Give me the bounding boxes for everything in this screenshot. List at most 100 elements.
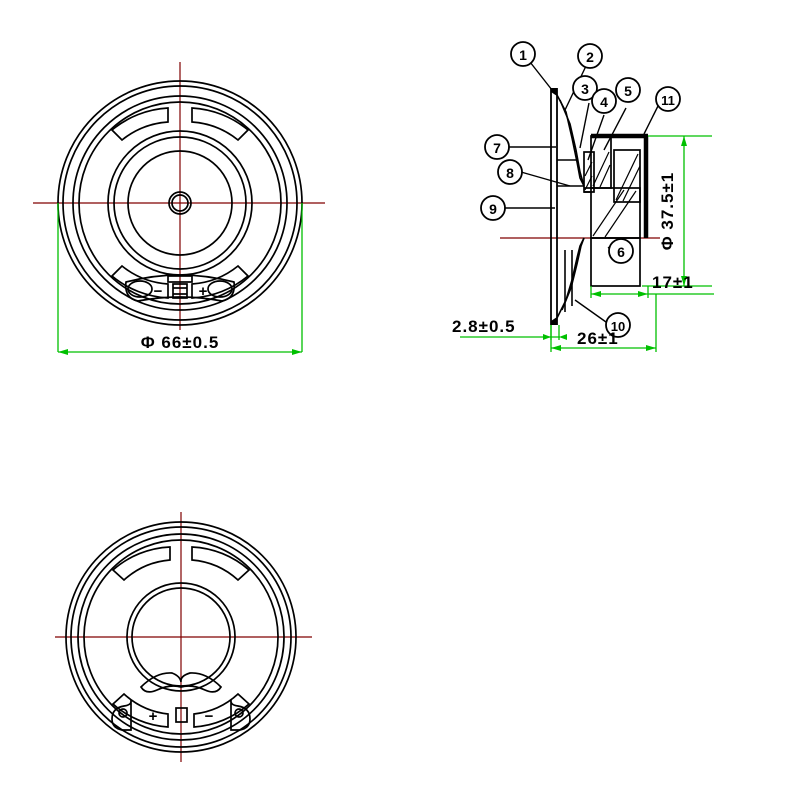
rear-terminal-center-pad xyxy=(175,707,188,723)
balloon-6-circle xyxy=(608,238,634,264)
front-terminal-eyelet-right xyxy=(207,280,233,298)
balloon-7: 7 xyxy=(484,134,510,160)
balloon-10-number: 10 xyxy=(611,319,625,334)
section-inner-depth-label: 17±1 xyxy=(652,273,694,292)
balloon-3: 3 xyxy=(572,75,598,101)
section-flange-dimension xyxy=(460,325,567,340)
dim37-arrow-bottom xyxy=(681,276,687,286)
balloon-3-number: 3 xyxy=(581,81,589,97)
rear-frame-outline xyxy=(65,521,297,753)
rear-vent-slots xyxy=(111,546,251,728)
section-front-flange xyxy=(550,88,558,325)
front-terminal-bridge xyxy=(167,275,193,283)
section-cone-profile-lower xyxy=(556,237,585,319)
rear-magnet-outer xyxy=(126,582,236,692)
section-side-view: 1 2 3 4 5 6 7 xyxy=(452,41,714,352)
dim26-arrow-left xyxy=(551,345,561,351)
dim37-arrow-top xyxy=(681,136,687,146)
leader-10 xyxy=(574,299,607,323)
front-dim-arrow-left xyxy=(58,349,68,355)
balloon-7-number: 7 xyxy=(493,140,501,156)
balloon-9-number: 9 xyxy=(489,201,497,217)
balloon-1: 1 xyxy=(510,41,536,67)
front-rim-step-inner xyxy=(78,101,282,305)
balloon-4-circle xyxy=(591,88,617,114)
balloon-5-circle xyxy=(615,77,641,103)
rear-eyelet-hole-left xyxy=(118,708,128,718)
balloon-10: 10 xyxy=(605,312,631,338)
section-magnet-assembly xyxy=(583,133,649,287)
balloon-6-number: 6 xyxy=(617,244,625,260)
rear-outer-rim-inner xyxy=(70,526,292,748)
balloon-8-circle xyxy=(497,159,523,185)
rear-terminal-minus: − xyxy=(205,708,214,725)
balloon-11-circle xyxy=(655,86,681,112)
hatch-c2 xyxy=(604,190,637,238)
front-diameter-dimension xyxy=(57,203,303,355)
balloon-9: 9 xyxy=(480,195,506,221)
rear-magnet-inner xyxy=(131,587,231,687)
balloon-1-circle xyxy=(510,41,536,67)
leader-5 xyxy=(603,107,627,151)
leader-8 xyxy=(520,171,571,187)
rear-lead-straps xyxy=(139,672,223,693)
dim17-arrow-left xyxy=(591,291,601,297)
front-view-centerlines xyxy=(33,62,325,330)
balloon-11-number: 11 xyxy=(661,93,675,108)
front-dim-arrow-right xyxy=(292,349,302,355)
balloon-3-circle xyxy=(572,75,598,101)
section-height-label: Φ 37.5±1 xyxy=(658,172,677,251)
balloon-2: 2 xyxy=(577,43,603,69)
hatch-b2 xyxy=(599,164,611,188)
dim26-arrow-right xyxy=(646,345,656,351)
section-height-dimension xyxy=(642,135,712,287)
front-terminal-minus: − xyxy=(154,283,163,300)
front-terminal-plus: + xyxy=(199,283,208,300)
front-diameter-label: Φ 66±0.5 xyxy=(141,333,220,352)
rear-vent-slot-bottom-right xyxy=(193,692,251,728)
section-balloons: 1 2 3 4 5 6 7 xyxy=(480,41,681,338)
balloon-2-number: 2 xyxy=(586,49,594,65)
dim17-arrow-right xyxy=(638,291,648,297)
balloon-7-circle xyxy=(484,134,510,160)
front-view: − + Φ 66±0.5 xyxy=(33,62,325,355)
section-total-depth-label: 26±1 xyxy=(577,329,619,348)
rear-terminal-plus: + xyxy=(149,708,158,725)
front-terminal-plate xyxy=(124,274,236,302)
section-inner-depth-dimension xyxy=(590,286,714,298)
hatch-c1 xyxy=(592,189,625,237)
balloon-6: 6 xyxy=(608,238,634,264)
rear-outer-rim xyxy=(65,521,297,753)
balloon-2-circle xyxy=(577,43,603,69)
front-terminal-center-pad xyxy=(172,283,188,299)
rear-terminal-eyelet-left xyxy=(111,699,132,731)
leader-1 xyxy=(529,61,553,91)
dim28-arrow-right xyxy=(559,334,567,340)
balloon-8-number: 8 xyxy=(506,165,514,181)
section-flange-top-cap xyxy=(551,88,557,96)
front-terminal-eyelet-left xyxy=(127,280,153,298)
balloon-11: 11 xyxy=(655,86,681,112)
front-cone-outer-inner xyxy=(113,136,247,270)
section-cone-lower-inner xyxy=(561,237,585,311)
section-hatching xyxy=(584,151,641,238)
rear-vent-slot-top-left xyxy=(111,546,171,582)
balloon-9-circle xyxy=(480,195,506,221)
balloon-5-number: 5 xyxy=(624,83,632,99)
rear-vent-slot-bottom-left xyxy=(111,692,169,728)
rear-terminal-plate xyxy=(111,699,251,731)
rear-eyelet-hole-right xyxy=(234,708,244,718)
leader-11 xyxy=(643,101,661,135)
leader-3 xyxy=(579,102,590,149)
section-flange-bottom-cap xyxy=(551,317,557,325)
hatch-d2 xyxy=(584,161,593,177)
rear-view-centerlines xyxy=(55,512,312,762)
rear-vent-slot-top-right xyxy=(191,546,251,582)
balloon-8: 8 xyxy=(497,159,523,185)
front-dustcap xyxy=(127,150,233,256)
hatch-d1 xyxy=(584,175,593,191)
rear-rim-step xyxy=(77,533,285,741)
front-outer-rim-inner xyxy=(62,85,298,321)
section-cone-upper-inner xyxy=(559,99,585,187)
